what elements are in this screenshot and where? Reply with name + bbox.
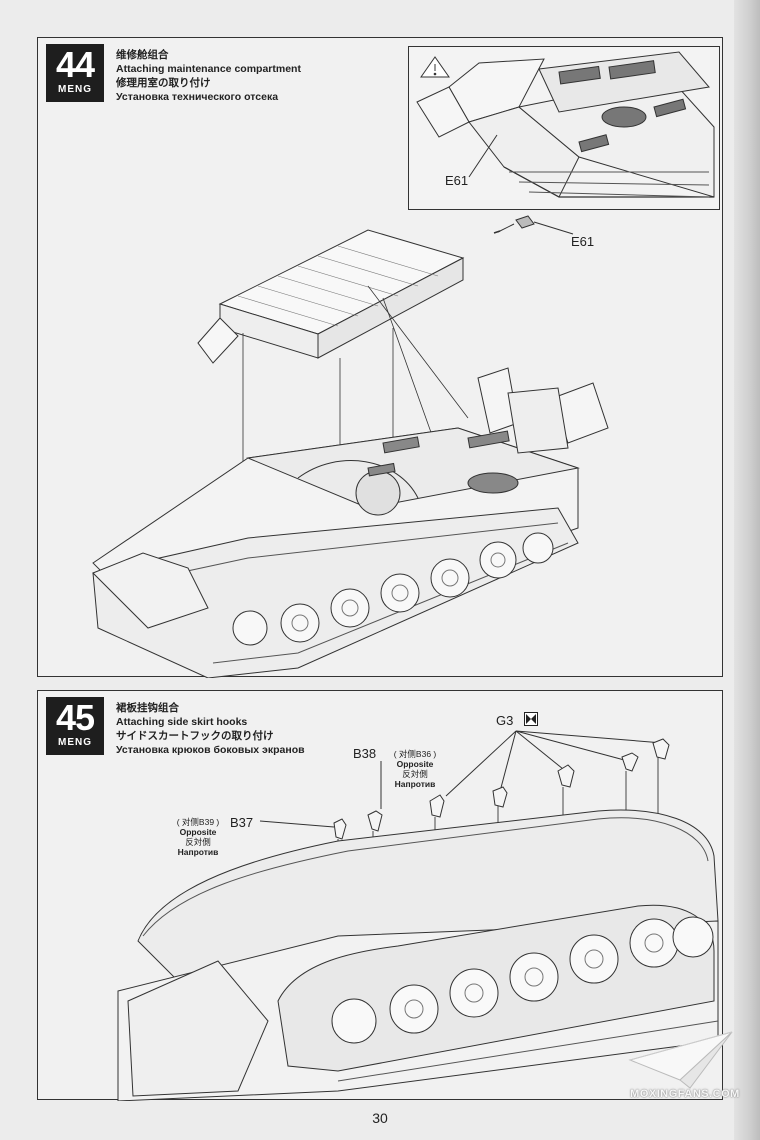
title-chinese: 裙板挂钩组合 (116, 702, 179, 714)
step-number: 44 (55, 44, 95, 85)
note-japanese: 反対側 (402, 769, 428, 779)
part-label-b37: B37 (230, 815, 254, 830)
title-russian: Установка технического отсека (116, 91, 279, 103)
b37-opposite-note: ( 对侧B39 ) Opposite 反対側 Напротив (166, 817, 230, 857)
step-44-panel: 44 MENG 维修舱组合 Attaching maintenance comp… (37, 37, 723, 678)
title-japanese: サイドスカートフックの取り付け (116, 730, 274, 742)
watermark: MOXINGFANS.COM (620, 1030, 750, 1100)
part-label-g3: G3 (496, 713, 514, 728)
part-label-b38: B38 (353, 746, 377, 761)
sprue-cut-icon (524, 712, 538, 726)
main-assembly-drawing (92, 215, 609, 678)
note-russian: Напротив (177, 847, 219, 857)
title-japanese: 修理用室の取り付け (116, 77, 211, 89)
paper-plane-icon (628, 1031, 733, 1089)
step-44-badge: 44 MENG (46, 44, 104, 102)
brand-logo: MENG (58, 737, 92, 748)
step-number: 45 (55, 697, 95, 738)
note-english: Opposite (179, 827, 217, 837)
note-english: Opposite (396, 759, 434, 769)
inset-part-label: E61 (445, 173, 469, 188)
detail-inset: E61 (408, 46, 720, 210)
step-45-panel: 45 MENG 裙板挂钩组合 Attaching side skirt hook… (37, 690, 723, 1101)
page-binding-edge (734, 0, 760, 1140)
note-japanese: 反対側 (185, 837, 211, 847)
brand-logo: MENG (58, 84, 92, 95)
title-english: Attaching maintenance compartment (116, 63, 301, 75)
title-russian: Установка крюков боковых экранов (116, 744, 305, 756)
b38-opposite-note: ( 对侧B36 ) Opposite 反対側 Напротив (380, 749, 450, 789)
note-chinese: ( 对侧B39 ) (176, 817, 220, 827)
title-chinese: 维修舱组合 (116, 49, 169, 61)
page-number: 30 (372, 1110, 388, 1126)
step-45-badge: 45 MENG (46, 697, 104, 755)
part-label-e61: E61 (571, 234, 595, 249)
step-44-titles: 维修舱组合 Attaching maintenance compartment … (116, 48, 301, 104)
watermark-text: MOXINGFANS.COM (630, 1088, 740, 1100)
inset-drawing (416, 51, 715, 198)
note-chinese: ( 对侧B36 ) (393, 749, 437, 759)
note-russian: Напротив (394, 779, 436, 789)
step-45-titles: 裙板挂钩组合 Attaching side skirt hooks サイドスカー… (116, 701, 305, 757)
title-english: Attaching side skirt hooks (116, 716, 248, 728)
